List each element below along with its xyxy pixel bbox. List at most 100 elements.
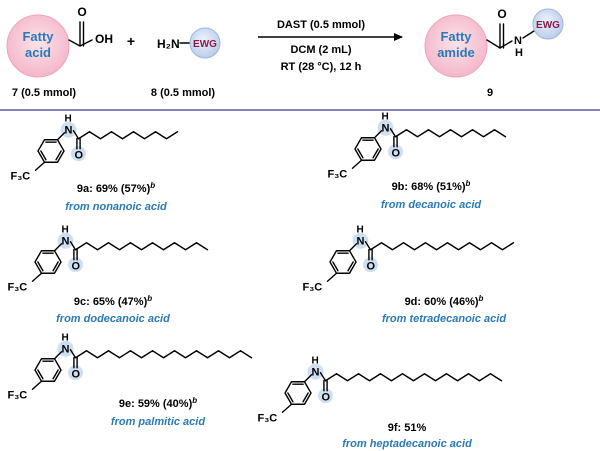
amide-oxygen: O <box>497 7 506 21</box>
aryl-n-bond <box>373 130 383 139</box>
fatty-acid-circle <box>6 14 70 78</box>
cf3-label: F₃C <box>328 168 348 180</box>
carbonyl-highlight <box>388 144 403 160</box>
benzene-ring <box>34 358 62 382</box>
alkyl-chain <box>394 129 507 138</box>
nh-highlight <box>57 232 74 249</box>
n-carbonyl-bond <box>69 349 77 359</box>
product-ewg-label: EWG <box>536 20 560 31</box>
amide-cn-bond <box>499 40 513 49</box>
amide-nitrogen: N <box>514 35 522 47</box>
aromatic-double-bond <box>37 261 44 272</box>
fatty-acid-label-2: acid <box>25 45 51 60</box>
carbonyl-highlight <box>68 257 83 273</box>
nh-highlight <box>60 121 77 138</box>
fatty-acid-label-1: Fatty <box>22 29 54 44</box>
amide-hydrogen: H <box>515 47 523 59</box>
carbonyl-o-atom: O <box>75 150 84 162</box>
reaction-arrowhead <box>394 33 403 41</box>
amide-n-atom: N <box>312 367 320 379</box>
n-carbonyl-bond <box>69 241 77 251</box>
aromatic-double-bond <box>37 369 44 380</box>
benzene-ring <box>354 137 382 161</box>
aromatic-double-bond <box>372 148 379 159</box>
n-carbonyl-bond <box>319 372 327 382</box>
carbonyl-o-atom: O <box>72 369 81 381</box>
amide-h-atom: H <box>382 112 389 123</box>
carbonyl-highlight <box>318 388 333 404</box>
amide-n-atom: N <box>62 236 70 248</box>
aromatic-double-bond <box>52 261 59 272</box>
amide-n-atom: N <box>62 344 70 356</box>
amide-h-atom: H <box>312 356 319 367</box>
condition-reagent: DAST (0.5 mmol) <box>277 19 365 31</box>
benzene-ring <box>284 381 312 405</box>
aryl-n-bond <box>348 243 358 252</box>
compound-9d-source: from tetradecanoic acid <box>382 313 506 325</box>
fatty-amide-circle <box>424 14 488 78</box>
compound-9b-caption: 9b: 68% (51%)b from decanoic acid <box>381 179 482 211</box>
carbonyl-o-atom: O <box>72 261 81 273</box>
compound-9f-caption: 9f: 51% from heptadecanoic acid <box>342 422 472 450</box>
aryl-n-bond <box>56 132 66 141</box>
carbonyl-highlight <box>363 257 378 273</box>
benzene-ring <box>329 250 357 274</box>
aromatic-double-bond <box>332 261 339 272</box>
cf3-bond <box>31 272 43 282</box>
aryl-n-bond <box>53 243 63 252</box>
n-carbonyl-bond <box>389 128 397 138</box>
aromatic-double-bond <box>302 392 309 403</box>
benzene-ring <box>37 139 65 163</box>
cf3-label: F₃C <box>8 389 28 401</box>
cf3-label: F₃C <box>8 281 28 293</box>
reaction-conditions: DAST (0.5 mmol) DCM (2 mL) RT (28 °C), 1… <box>258 19 403 73</box>
reactant-amine: H₂N EWG 8 (0.5 mmol) <box>151 27 221 99</box>
compound-9d-yield: 9d: 60% (46%)b <box>405 294 484 308</box>
nh-highlight <box>307 363 324 380</box>
amide-bond <box>486 23 501 49</box>
compound-9a-yield: 9a: 69% (57%)b <box>77 181 155 195</box>
product-ewg-circle <box>532 8 564 40</box>
carbonyl-o-atom: O <box>322 392 331 404</box>
cf3-label: F₃C <box>11 170 31 182</box>
aryl-n-bond <box>53 351 63 360</box>
compound-9f-yield: 9f: 51% <box>388 422 427 434</box>
nh-highlight <box>377 119 394 136</box>
n-carbonyl-bond <box>364 241 372 251</box>
alkyl-chain <box>324 373 503 382</box>
amide-n-atom: N <box>357 236 365 248</box>
compound-9c-structure: F₃C HN O <box>8 225 209 293</box>
aromatic-double-bond <box>40 150 47 161</box>
cf3-bond <box>326 272 338 282</box>
alkyl-chain <box>369 242 515 251</box>
cf3-label: F₃C <box>303 281 323 293</box>
alkyl-chain <box>77 131 179 140</box>
product-9-caption: 9 <box>487 87 493 99</box>
plus-sign: + <box>127 33 135 49</box>
ewg-circle <box>189 27 221 59</box>
carbonyl-highlight <box>68 365 83 381</box>
amide-n-atom: N <box>382 123 390 135</box>
alkyl-chain <box>74 242 209 251</box>
cf3-bond <box>351 159 363 169</box>
compound-9a-source: from nonanoic acid <box>65 201 167 213</box>
amide-n-atom: N <box>65 125 73 137</box>
acid-oh-bond <box>79 39 93 47</box>
aromatic-double-bond <box>52 369 59 380</box>
nh-highlight <box>352 232 369 249</box>
product-fatty-amide: Fatty amide O N H EWG 9 <box>424 7 564 99</box>
acid-hydroxyl: OH <box>95 32 113 46</box>
acid-bond <box>68 21 81 47</box>
compound-9f-source: from heptadecanoic acid <box>342 438 472 450</box>
compound-9c-yield: 9c: 65% (47%)b <box>74 294 152 308</box>
amide-h-atom: H <box>62 225 69 236</box>
reactant-7-caption: 7 (0.5 mmol) <box>12 87 77 99</box>
compound-9a-caption: 9a: 69% (57%)b from nonanoic acid <box>65 181 167 213</box>
